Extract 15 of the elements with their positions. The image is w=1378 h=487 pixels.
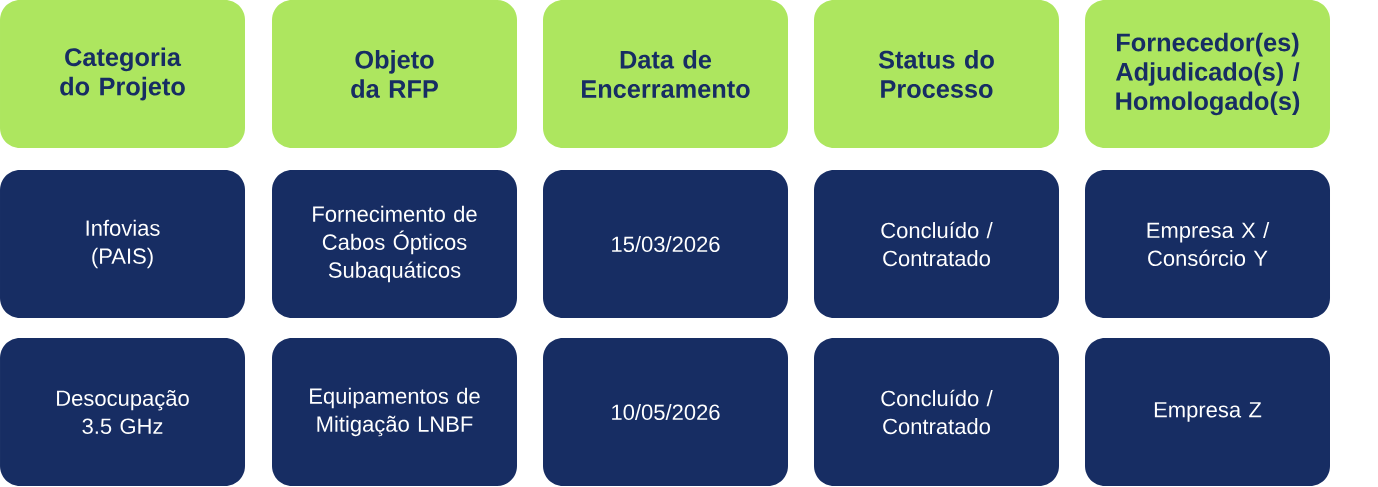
header-cell: Fornecedor(es) Adjudicado(s) / Homologado(s) [1085,0,1330,148]
table-cell: Empresa Z [1085,338,1330,486]
header-cell: Categoria do Projeto [0,0,245,148]
table-cell: Infovias (PAIS) [0,170,245,318]
table-cell: Desocupação 3.5 GHz [0,338,245,486]
table-cell: 10/05/2026 [543,338,788,486]
table-cell: Equipamentos de Mitigação LNBF [272,338,517,486]
header-cell: Objeto da RFP [272,0,517,148]
table-cell: Fornecimento de Cabos Ópticos Subaquáticos [272,170,517,318]
header-cell: Status do Processo [814,0,1059,148]
table-cell: Empresa X / Consórcio Y [1085,170,1330,318]
header-cell: Data de Encerramento [543,0,788,148]
table-cell: Concluído / Contratado [814,338,1059,486]
table-cell: 15/03/2026 [543,170,788,318]
table-cell: Concluído / Contratado [814,170,1059,318]
